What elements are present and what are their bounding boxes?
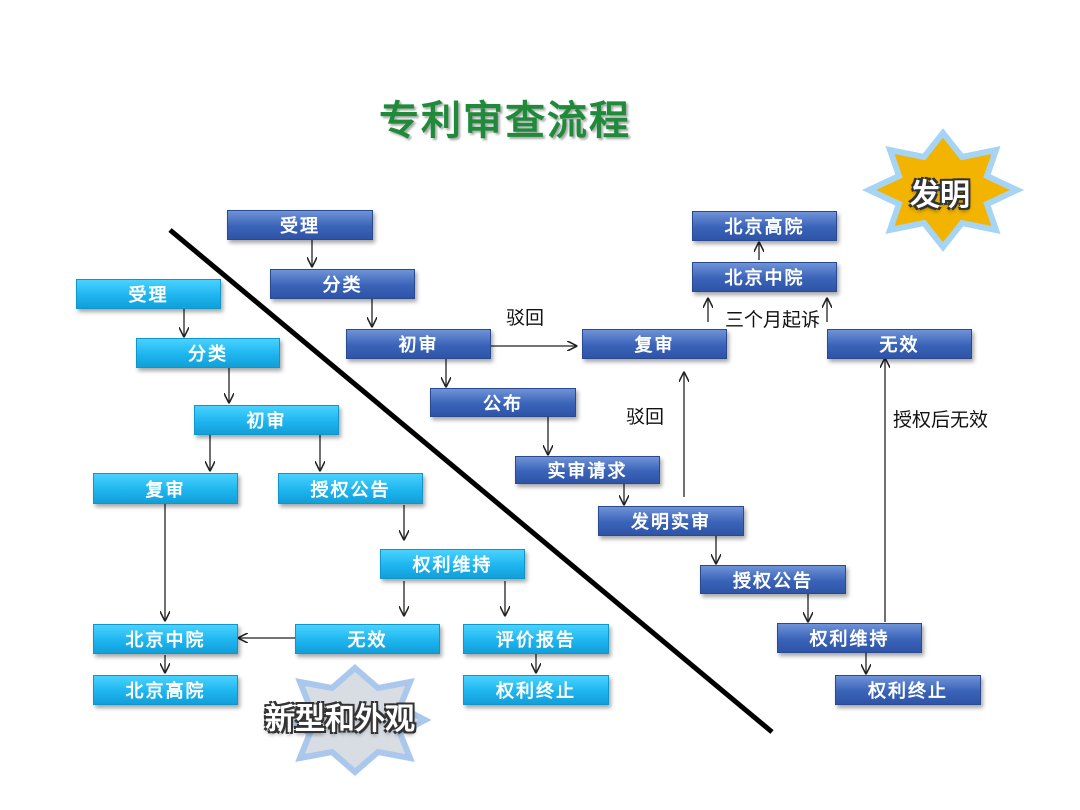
utility-design-badge-star xyxy=(278,664,432,776)
u-right-maintain-box: 权利维持 xyxy=(380,549,525,579)
inv-accept-box: 受理 xyxy=(227,210,373,240)
inv-exam-box: 发明实审 xyxy=(598,506,744,536)
reject-label-preliminary: 驳回 xyxy=(506,307,545,329)
u-invalid-box: 无效 xyxy=(295,624,440,654)
inv-beijing-intermediate-box: 北京中院 xyxy=(692,262,837,292)
invention-badge-star xyxy=(861,128,1025,252)
u-classify-box: 分类 xyxy=(136,338,280,368)
inv-reexam-box: 复审 xyxy=(582,329,727,359)
inv-right-maintain-box: 权利维持 xyxy=(777,623,922,653)
inv-publish-box: 公布 xyxy=(430,388,576,417)
u-reexam-box: 复审 xyxy=(93,473,238,504)
invention-badge-label: 发明 xyxy=(910,178,970,213)
sue-within-three-months-label: 三个月起诉 xyxy=(725,309,821,331)
inv-right-terminate-box: 权利终止 xyxy=(835,675,981,705)
u-accept-box: 受理 xyxy=(76,279,221,309)
inv-preliminary-box: 初审 xyxy=(346,329,491,359)
u-right-terminate-box: 权利终止 xyxy=(463,675,609,705)
u-evaluation-report-box: 评价报告 xyxy=(463,624,609,654)
utility-design-badge-label: 新型和外观 xyxy=(265,702,415,737)
u-beijing-intermediate-box: 北京中院 xyxy=(93,624,238,654)
inv-grant-notice-box: 授权公告 xyxy=(700,565,846,594)
inv-invalid-box: 无效 xyxy=(827,329,972,359)
reject-label-exam: 驳回 xyxy=(626,406,665,428)
u-grant-notice-box: 授权公告 xyxy=(278,473,423,504)
u-preliminary-box: 初审 xyxy=(194,405,339,435)
inv-substantive-request-box: 实审请求 xyxy=(515,456,660,484)
inv-classify-box: 分类 xyxy=(270,269,415,299)
divider-line xyxy=(168,228,774,734)
u-beijing-high-box: 北京高院 xyxy=(93,675,238,705)
page-title: 专利审查流程 xyxy=(379,98,631,144)
inv-beijing-high-box: 北京高院 xyxy=(692,211,837,241)
invalid-after-grant-label: 授权后无效 xyxy=(893,409,989,431)
